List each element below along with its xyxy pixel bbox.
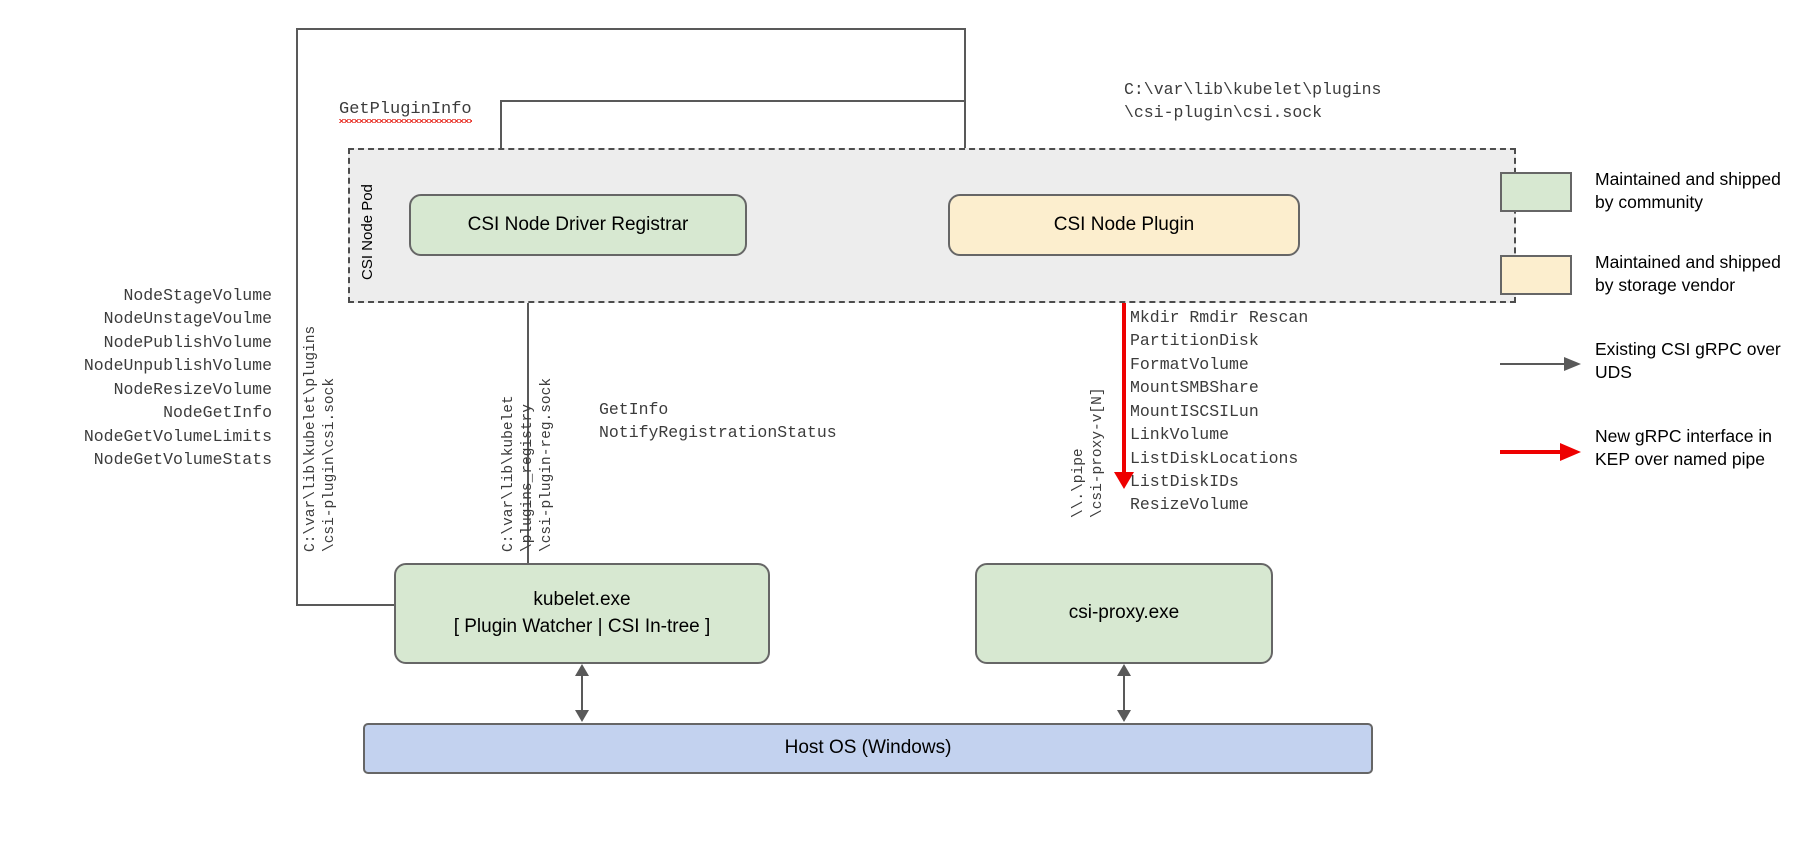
box-kubelet-exe[interactable]: kubelet.exe [ Plugin Watcher | CSI In-tr… bbox=[394, 563, 770, 664]
legend-label-community: Maintained and shipped by community bbox=[1595, 169, 1781, 213]
connector-kubelet-hostos bbox=[581, 676, 583, 712]
arrowhead-csiproxy-up bbox=[1117, 664, 1131, 676]
connector-new-grpc-red bbox=[1122, 256, 1126, 478]
arrowhead-kubelet-up bbox=[575, 664, 589, 676]
label-node-rpc-list: NodeStageVolume NodeUnstageVoulme NodePu… bbox=[83, 286, 272, 469]
legend-label-existing-grpc: Existing CSI gRPC over UDS bbox=[1595, 338, 1781, 383]
box-csi-node-driver-registrar-label: CSI Node Driver Registrar bbox=[467, 213, 689, 235]
connector-nodeplugin-drop bbox=[964, 28, 966, 182]
grey-arrow-icon bbox=[1500, 356, 1581, 371]
legend-label-storage-vendor: Maintained and shipped by storage vendor bbox=[1595, 251, 1781, 296]
connector-kubelet-to-registrar-left bbox=[296, 28, 298, 606]
legend-item-existing-grpc: Existing CSI gRPC over UDS bbox=[1500, 338, 1800, 385]
arrowhead-kubelet-down bbox=[575, 710, 589, 722]
arrowhead-csiproxy-down bbox=[1117, 710, 1131, 722]
label-csi-proxy-rpc-list: Mkdir Rmdir Rescan PartitionDisk FormatV… bbox=[1130, 308, 1309, 515]
legend: Maintained and shipped by community Main… bbox=[1500, 168, 1800, 508]
box-host-os[interactable]: Host OS (Windows) bbox=[363, 723, 1373, 774]
box-kubelet-exe-subtitle: [ Plugin Watcher | CSI In-tree ] bbox=[453, 615, 711, 637]
connector-registration-vertical bbox=[527, 270, 529, 563]
label-vertical-named-pipe: \\.\pipe \csi-proxy-v[N] bbox=[1071, 387, 1107, 518]
box-csi-node-driver-registrar[interactable]: CSI Node Driver Registrar bbox=[409, 194, 747, 256]
legend-item-new-grpc: New gRPC interface in KEP over named pip… bbox=[1500, 425, 1800, 472]
legend-arrow-red-wrap bbox=[1500, 425, 1595, 461]
legend-swatch-storage-vendor-wrap bbox=[1500, 251, 1595, 295]
box-csi-proxy-exe-label: csi-proxy.exe bbox=[1068, 602, 1180, 624]
legend-swatch-storage-vendor bbox=[1500, 254, 1572, 295]
legend-label-new-grpc: New gRPC interface in KEP over named pip… bbox=[1595, 425, 1773, 470]
connector-getplugininfo-horizontal bbox=[500, 100, 966, 102]
box-csi-proxy-exe[interactable]: csi-proxy.exe bbox=[975, 563, 1273, 664]
csi-node-pod-label-text: CSI Node Pod bbox=[359, 184, 376, 280]
label-get-plugin-info: GetPluginInfo bbox=[339, 100, 472, 123]
label-csi-sock-path-top: C:\var\lib\kubelet\plugins \csi-plugin\c… bbox=[1124, 80, 1382, 123]
legend-swatch-community bbox=[1500, 172, 1572, 212]
label-vertical-csi-sock-path: C:\var\lib\kubelet\plugins \csi-plugin\c… bbox=[303, 325, 339, 552]
connector-kubelet-to-registrar-top bbox=[296, 28, 966, 30]
label-vertical-registry-sock-path: C:\var\lib\kubelet \plugins_registry \cs… bbox=[501, 377, 556, 552]
label-get-plugin-info-text: GetPluginInfo bbox=[339, 100, 472, 123]
connector-kubelet-to-registrar-bottom bbox=[296, 604, 396, 606]
box-kubelet-exe-title: kubelet.exe bbox=[533, 589, 631, 611]
arrowhead-into-csi-proxy bbox=[1114, 472, 1134, 489]
connector-csiproxy-hostos bbox=[1123, 676, 1125, 712]
legend-arrow-grey-wrap bbox=[1500, 338, 1595, 372]
legend-swatch-community-wrap bbox=[1500, 168, 1595, 212]
label-registration-calls: GetInfo NotifyRegistrationStatus bbox=[599, 400, 837, 443]
legend-item-storage-vendor: Maintained and shipped by storage vendor bbox=[1500, 251, 1800, 298]
box-csi-node-plugin[interactable]: CSI Node Plugin bbox=[948, 194, 1300, 256]
box-host-os-label: Host OS (Windows) bbox=[784, 737, 952, 759]
red-arrow-icon bbox=[1500, 442, 1581, 461]
box-csi-node-plugin-label: CSI Node Plugin bbox=[1053, 213, 1195, 235]
legend-item-community: Maintained and shipped by community bbox=[1500, 168, 1800, 215]
